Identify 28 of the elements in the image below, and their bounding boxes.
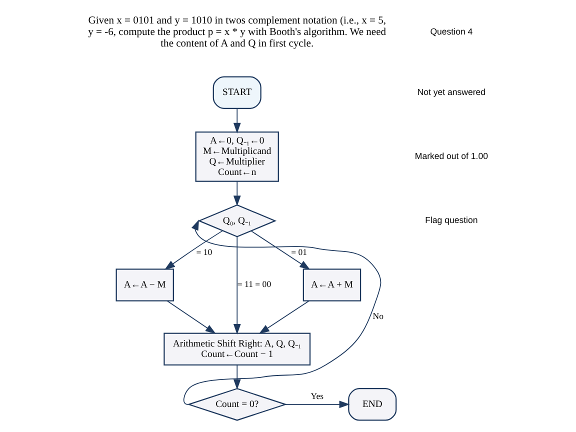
node-box: Arithmetic Shift Right: A, Q, Q₋₁ Count←Count − 1 [163,332,310,366]
edge-label: Yes [310,391,324,402]
arrow [164,230,222,270]
node-diamond: Count = 0? [186,388,287,421]
node-box: A←A + M [302,268,361,302]
arrow [232,108,240,134]
node-box: END [348,388,396,421]
arrow [250,230,310,270]
arrow [284,400,350,408]
edge-label: No [372,311,383,322]
label: Not yet answered [416,86,486,97]
edge-label: = 10 [196,247,212,258]
label: Flag question [424,215,478,226]
arrow [182,220,381,405]
node-diamond: Q₀, Q₋₁ [197,204,276,238]
arrow [232,236,240,335]
edge-label: = 01 [290,247,306,258]
arrow [258,300,310,334]
node-box: A←0, Q₋₁←0 M←Multiplicand Q←Multiplier Count←n [194,132,278,182]
label: Marked out of 1.00 [414,150,488,161]
label: Question 4 [430,26,472,37]
arrow [232,181,240,206]
arrow [232,364,240,390]
node-box: START [212,76,261,109]
arrow [166,300,216,334]
edge-label: = 11 = 00 [236,279,271,290]
node-box: A←A − M [115,268,174,302]
label: Given x = 0101 and y = 1010 in twos complement notation (i.e., x = 5, y = -6, compute the product p = x * y with Booth's algorithm. We need the content of A and Q in first cycle. [88,16,386,50]
